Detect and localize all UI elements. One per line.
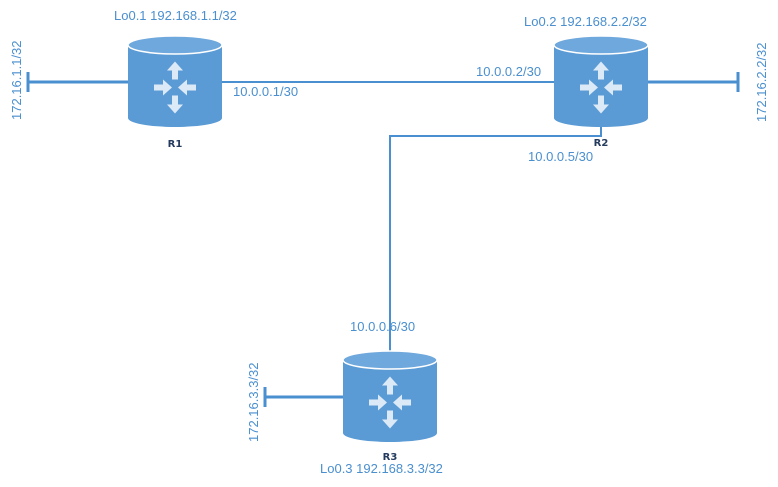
loopback-label-r1: Lo0.1 192.168.1.1/32 — [114, 8, 237, 23]
interface-ip-r2-to-r3: 10.0.0.5/30 — [528, 149, 593, 164]
stub-network-r2 — [648, 72, 740, 92]
stub-label-r3: 172.16.3.3/32 — [246, 362, 261, 442]
router-name-r2: R2 — [594, 138, 609, 149]
link-r2-r3 — [389, 126, 602, 352]
router-arrows-icon — [580, 61, 622, 114]
loopback-label-r2: Lo0.2 192.168.2.2/32 — [524, 14, 647, 29]
router-name-r3: R3 — [383, 452, 398, 463]
interface-ip-r3-to-r2: 10.0.0.6/30 — [350, 319, 415, 334]
router-icon[interactable] — [553, 35, 649, 127]
router-arrows-icon — [369, 376, 411, 429]
stub-label-r2: 172.16.2.2/32 — [754, 42, 769, 122]
router-icon[interactable] — [342, 350, 438, 442]
stub-network-r3 — [263, 387, 343, 407]
router-name-r1: R1 — [168, 139, 183, 150]
interface-ip-r2-to-r1: 10.0.0.2/30 — [476, 64, 541, 79]
loopback-label-r3: Lo0.3 192.168.3.3/32 — [320, 461, 443, 476]
interface-ip-r1-to-r2: 10.0.0.1/30 — [233, 84, 298, 99]
router-arrows-icon — [154, 61, 196, 114]
router-icon[interactable] — [127, 35, 223, 127]
stub-label-r1: 172.16.1.1/32 — [9, 40, 24, 120]
stub-network-r1 — [26, 72, 129, 92]
